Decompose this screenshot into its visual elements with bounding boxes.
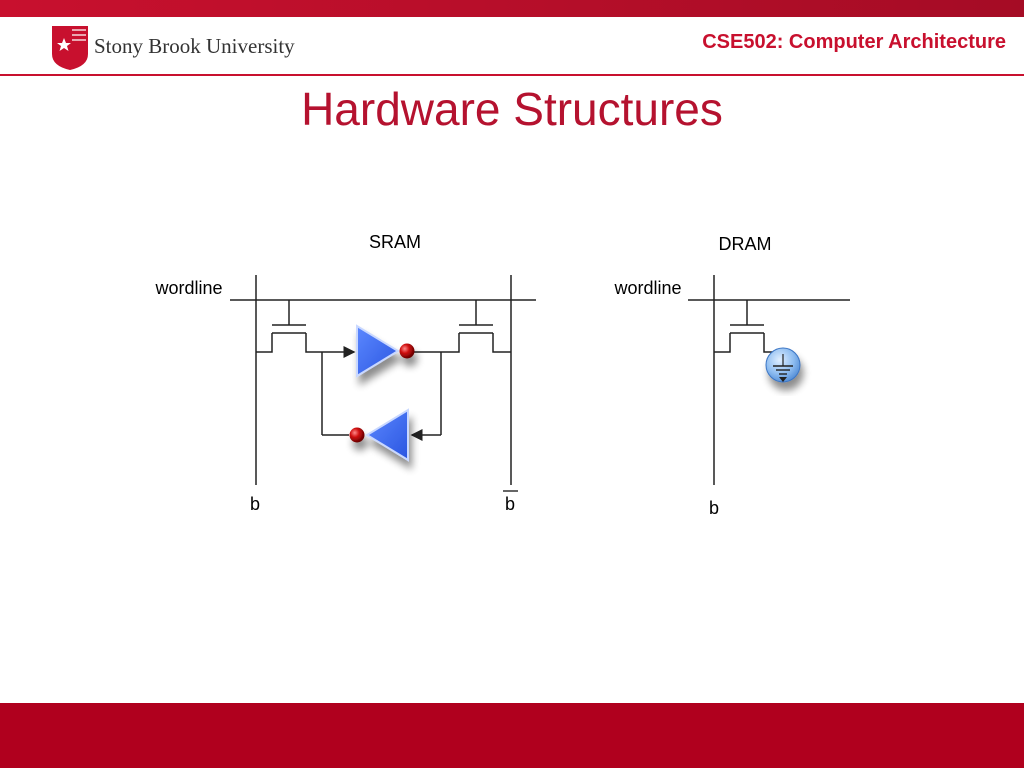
sram-cross-coupled-wiring — [321, 346, 442, 441]
sram-access-transistor-right — [441, 300, 511, 353]
logo-text: Stony Brook University — [94, 34, 295, 58]
dram-label: DRAM — [719, 234, 772, 254]
header-divider — [0, 74, 1024, 76]
university-logo: Stony Brook University — [50, 24, 320, 70]
shield-icon — [52, 26, 88, 70]
sram-label: SRAM — [369, 232, 421, 252]
sram-bitline-right-label: b — [505, 494, 515, 514]
course-title: CSE502: Computer Architecture — [702, 31, 1006, 53]
dram-capacitor-icon — [765, 347, 801, 383]
sram-wordline-label: wordline — [154, 278, 222, 298]
sram-bitline-left-label: b — [250, 494, 260, 514]
dram-wordline-label: wordline — [613, 278, 681, 298]
inverter-bottom — [349, 408, 409, 462]
sram-access-transistor-left — [256, 300, 322, 353]
footer-bar — [0, 703, 1024, 768]
top-accent-bar — [0, 0, 1024, 17]
slide-title: Hardware Structures — [301, 83, 723, 135]
memory-cell-diagram: SRAM wordline — [154, 232, 850, 518]
dram-access-transistor — [714, 300, 774, 353]
dram-bitline-label: b — [709, 498, 719, 518]
inverter-top — [356, 324, 415, 378]
